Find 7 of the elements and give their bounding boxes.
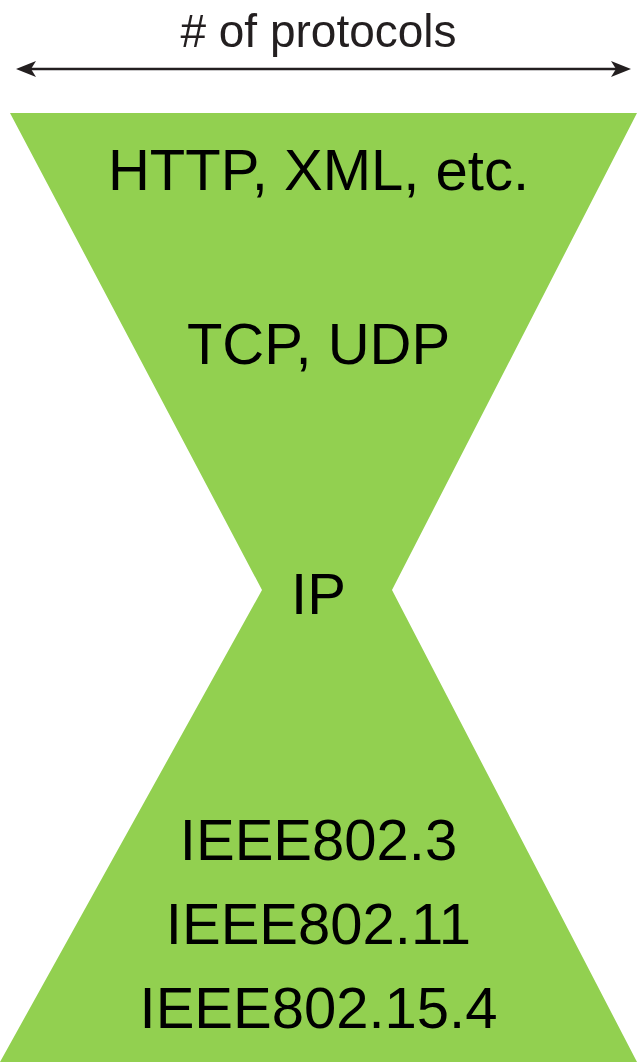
protocol-label: IEEE802.11 — [165, 895, 472, 953]
protocol-label: TCP, UDP — [186, 315, 451, 373]
protocol-label: IEEE802.3 — [179, 811, 458, 869]
protocol-label: HTTP, XML, etc. — [107, 141, 530, 199]
protocol-label: IP — [291, 565, 346, 623]
protocol-label: IEEE802.15.4 — [139, 979, 498, 1037]
hourglass-shape — [0, 113, 637, 1062]
